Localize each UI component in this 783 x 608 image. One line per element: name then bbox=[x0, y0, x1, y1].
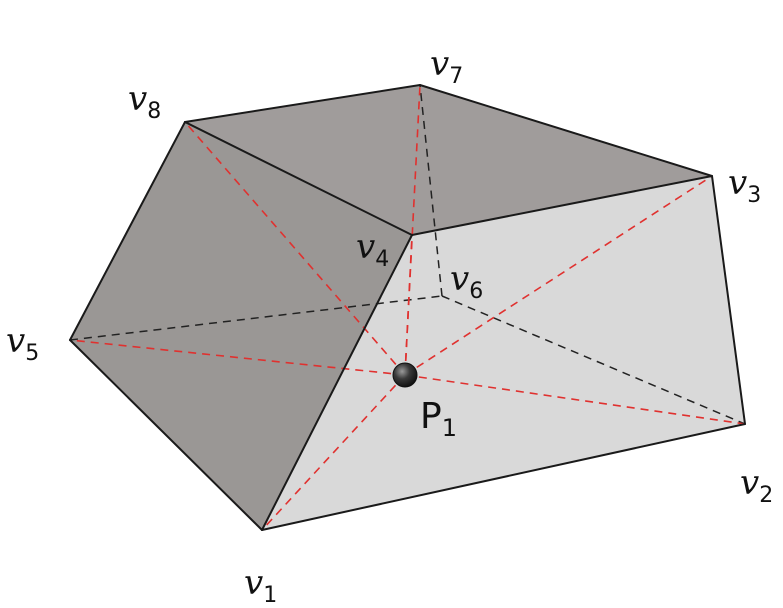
red-line-p1-v7 bbox=[404, 84, 421, 376]
face-top bbox=[185, 85, 712, 235]
edge-v4-v8 bbox=[184, 121, 413, 236]
label-v5: v5 bbox=[6, 321, 39, 366]
hidden-edge-v6-v7 bbox=[419, 84, 443, 297]
hidden-edges bbox=[69, 84, 746, 425]
edge-v8-v7 bbox=[184, 84, 421, 123]
edge-v8-v5 bbox=[69, 121, 186, 341]
label-v4: v4 bbox=[356, 227, 389, 272]
label-p1: P1 bbox=[420, 396, 457, 442]
hidden-edge-v5-v6 bbox=[69, 295, 443, 341]
face-left bbox=[70, 122, 412, 530]
red-line-p1-v5 bbox=[69, 339, 406, 376]
edge-v7-v3 bbox=[419, 84, 713, 177]
red-line-p1-v2 bbox=[404, 374, 746, 425]
red-line-p1-v1 bbox=[261, 374, 406, 531]
edge-v5-v1 bbox=[69, 339, 263, 531]
edge-v2-v3 bbox=[711, 175, 746, 425]
vertex-labels: v1 v2 v3 v4 v5 v6 v7 v8 bbox=[6, 44, 773, 608]
red-line-p1-v3 bbox=[404, 175, 713, 376]
label-v2: v2 bbox=[740, 463, 773, 508]
red-dashed-lines bbox=[69, 84, 746, 531]
face-front bbox=[262, 176, 745, 530]
label-v6: v6 bbox=[450, 259, 483, 304]
label-v3: v3 bbox=[728, 163, 761, 208]
edge-v1-v2 bbox=[261, 423, 746, 531]
edge-v1-v4 bbox=[261, 234, 413, 531]
edge-v3-v4 bbox=[411, 175, 713, 236]
point-p1-marker bbox=[392, 362, 418, 388]
label-v8: v8 bbox=[128, 79, 161, 124]
label-v7: v7 bbox=[430, 44, 463, 89]
visible-edges bbox=[69, 84, 746, 531]
label-v1: v1 bbox=[244, 563, 277, 608]
